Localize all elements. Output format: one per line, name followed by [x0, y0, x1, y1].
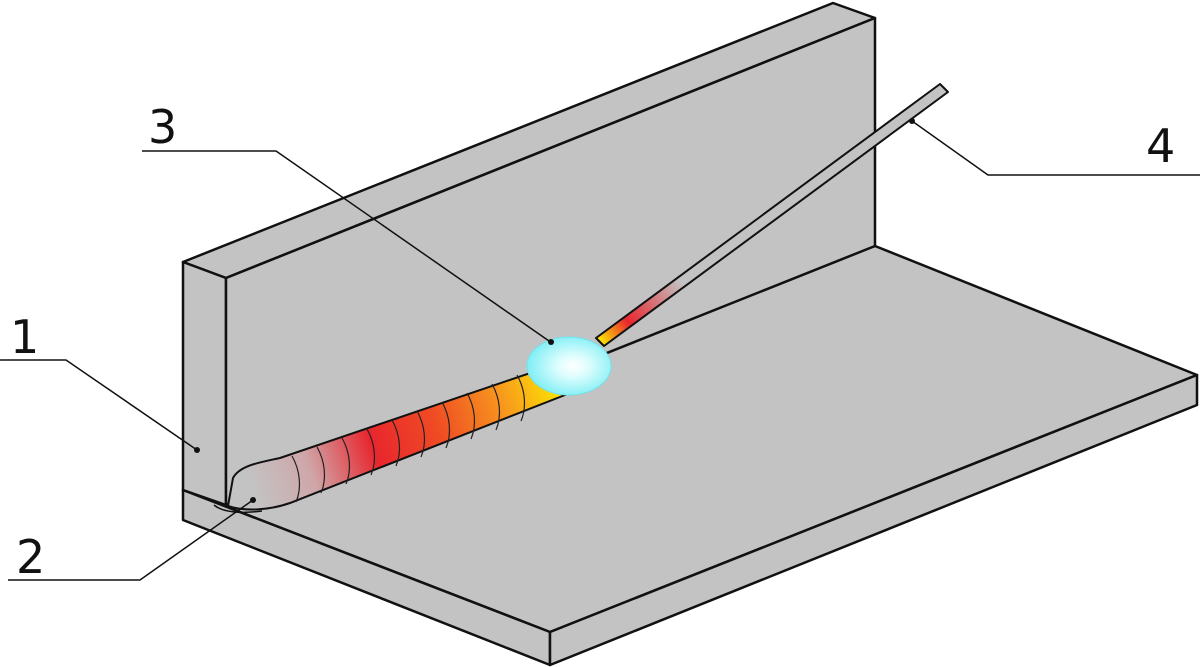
weld-bead-toe: [213, 504, 263, 514]
leader-dot-1: [194, 447, 200, 453]
leader-dot-2: [250, 497, 256, 503]
leader-dots: [194, 118, 915, 503]
electrode-rod: [595, 83, 949, 347]
vertical-plate-end: [181, 260, 228, 507]
base-plate-side: [548, 373, 1199, 667]
callout-leaders: [0, 120, 1200, 581]
weld-pool: [526, 336, 612, 396]
callout-label-3: 3: [148, 100, 178, 154]
base-plate: [181, 244, 1199, 667]
leader-3: [142, 150, 550, 342]
electrode: [595, 83, 949, 347]
callout-label-1: 1: [10, 310, 40, 364]
weld-ripples: [291, 374, 526, 503]
leader-4: [911, 120, 1200, 176]
leader-1: [0, 359, 198, 451]
leader-dot-3: [548, 339, 554, 345]
callout-label-2: 2: [16, 530, 46, 584]
callout-label-4: 4: [1146, 119, 1176, 173]
leader-dot-4: [909, 118, 915, 124]
leader-2: [8, 499, 254, 581]
vertical-plate: [181, 1, 877, 507]
vertical-plate-face: [224, 16, 877, 507]
